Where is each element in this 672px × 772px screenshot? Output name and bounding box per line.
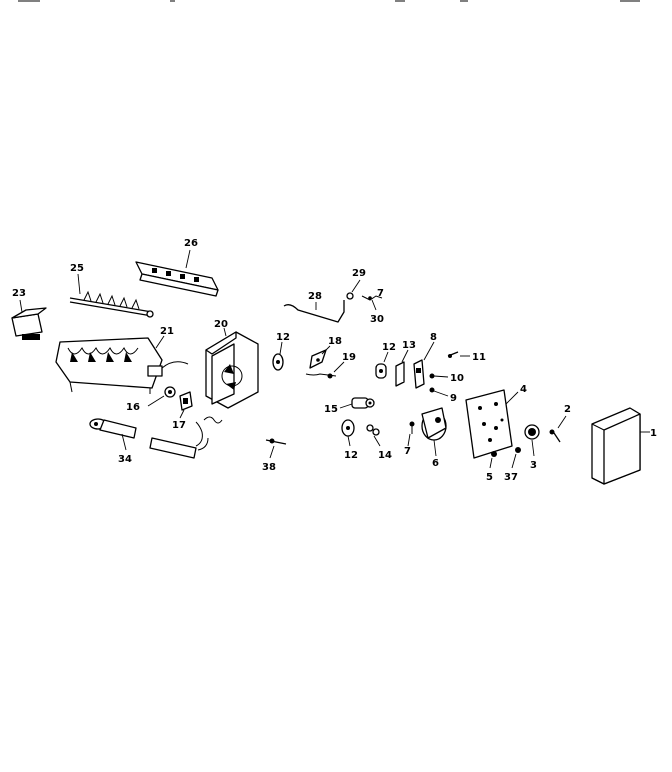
callout-2: 2 bbox=[564, 404, 571, 415]
part-25-ejector bbox=[69, 273, 154, 318]
part-17 bbox=[179, 391, 193, 419]
callout-18: 18 bbox=[328, 336, 342, 347]
part-12-middle bbox=[375, 351, 389, 379]
callout-14: 14 bbox=[378, 450, 392, 461]
callout-13: 13 bbox=[402, 340, 416, 351]
callout-12-middle: 12 bbox=[382, 342, 396, 353]
part-16 bbox=[147, 386, 176, 407]
callout-21: 21 bbox=[160, 326, 174, 337]
part-21-mold bbox=[55, 335, 189, 394]
part-12-lower bbox=[341, 419, 355, 447]
callout-11: 11 bbox=[472, 352, 486, 363]
part-19 bbox=[305, 361, 345, 379]
part-2-screw bbox=[549, 415, 567, 443]
callout-38: 38 bbox=[262, 462, 276, 473]
part-28-arm bbox=[283, 300, 345, 323]
callout-9: 9 bbox=[450, 393, 457, 404]
callout-5: 5 bbox=[486, 472, 493, 483]
part-38-screw bbox=[265, 438, 287, 459]
callout-19: 19 bbox=[342, 352, 356, 363]
part-12-upper bbox=[272, 341, 284, 371]
callout-10: 10 bbox=[450, 373, 464, 384]
part-4-plate bbox=[465, 389, 519, 459]
part-18 bbox=[309, 345, 331, 369]
part-37 bbox=[511, 447, 521, 469]
callout-12-lower: 12 bbox=[344, 450, 358, 461]
part-11 bbox=[447, 351, 470, 358]
part-30 bbox=[361, 295, 383, 311]
part-14 bbox=[366, 424, 381, 447]
callout-25: 25 bbox=[70, 263, 84, 274]
part-1-cover bbox=[591, 407, 650, 485]
part-20-housing bbox=[203, 327, 259, 424]
callout-23: 23 bbox=[12, 288, 26, 299]
part-29 bbox=[346, 279, 361, 300]
part-9 bbox=[429, 387, 449, 397]
callout-labels: 1 2 3 4 5 6 7 7 8 9 10 11 12 12 12 13 14… bbox=[12, 238, 657, 483]
part-26-stripper bbox=[135, 249, 219, 297]
callout-17: 17 bbox=[172, 420, 186, 431]
callout-30: 30 bbox=[370, 314, 384, 325]
part-13 bbox=[395, 349, 409, 387]
callout-12-upper: 12 bbox=[276, 332, 290, 343]
part-15 bbox=[339, 397, 375, 409]
callout-7-top: 7 bbox=[377, 288, 384, 299]
callout-37: 37 bbox=[504, 472, 518, 483]
part-23-block bbox=[11, 299, 47, 340]
part-5 bbox=[489, 451, 497, 469]
callout-34: 34 bbox=[118, 454, 132, 465]
callout-4: 4 bbox=[520, 384, 527, 395]
part-3-gear bbox=[524, 424, 540, 457]
callout-29: 29 bbox=[352, 268, 366, 279]
callout-7-middle: 7 bbox=[404, 446, 411, 457]
callout-3: 3 bbox=[530, 460, 537, 471]
part-7-screw bbox=[407, 421, 415, 447]
callout-15: 15 bbox=[324, 404, 338, 415]
callout-20: 20 bbox=[214, 319, 228, 330]
callout-28: 28 bbox=[308, 291, 322, 302]
callout-8: 8 bbox=[430, 332, 437, 343]
part-wire-harness bbox=[149, 421, 209, 459]
callout-26: 26 bbox=[184, 238, 198, 249]
part-10 bbox=[429, 373, 449, 379]
callout-6: 6 bbox=[432, 458, 439, 469]
part-8 bbox=[413, 341, 435, 389]
part-6-motor bbox=[421, 407, 447, 457]
callout-1: 1 bbox=[650, 428, 657, 439]
part-34-fillcup bbox=[89, 418, 137, 451]
callout-16: 16 bbox=[126, 402, 140, 413]
